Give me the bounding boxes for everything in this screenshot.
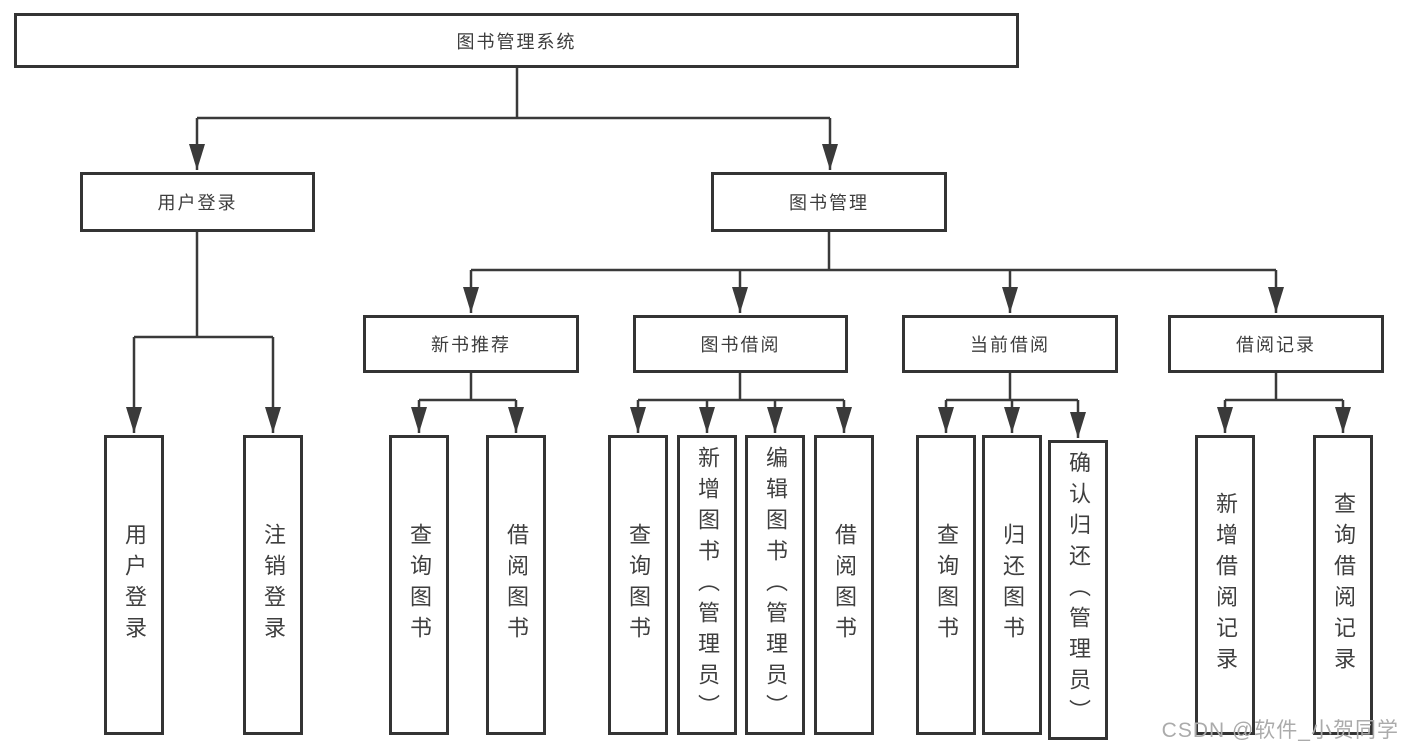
leaf-logout: 注销登录 (243, 435, 303, 735)
leaf-confirm-return-admin: 确认归还（管理员） (1048, 440, 1108, 740)
leaf-query-borrow-record: 查询借阅记录 (1313, 435, 1373, 735)
csdn-watermark: CSDN @软件_小贺同学 (1161, 719, 1399, 742)
node-label: 新书推荐 (431, 335, 511, 355)
leaf-label: 注销登录 (261, 523, 286, 647)
node-root-label: 图书管理系统 (456, 31, 577, 52)
node-borrowing-records: 借阅记录 (1168, 315, 1384, 373)
node-root-system: 图书管理系统 (14, 13, 1019, 68)
leaf-query-books: 查询图书 (608, 435, 668, 735)
leaf-query-books: 查询图书 (389, 435, 449, 735)
node-label: 用户登录 (157, 193, 238, 213)
leaf-label: 确认归还（管理员） (1066, 450, 1091, 730)
leaf-query-books: 查询图书 (916, 435, 976, 735)
leaf-return-books: 归还图书 (982, 435, 1042, 735)
leaf-label: 新增借阅记录 (1213, 492, 1238, 678)
node-book-management: 图书管理 (711, 172, 947, 232)
leaf-label: 查询借阅记录 (1331, 492, 1356, 678)
leaf-label: 借阅图书 (832, 523, 857, 647)
leaf-label: 新增图书（管理员） (695, 445, 720, 725)
node-book-borrowing: 图书借阅 (633, 315, 848, 373)
leaf-label: 查询图书 (626, 523, 651, 647)
node-label: 借阅记录 (1236, 335, 1316, 355)
leaf-borrow-books: 借阅图书 (814, 435, 874, 735)
leaf-add-books-admin: 新增图书（管理员） (677, 435, 737, 735)
node-label: 当前借阅 (970, 335, 1050, 355)
node-label: 图书借阅 (700, 335, 781, 355)
node-user-login: 用户登录 (80, 172, 315, 232)
leaf-add-borrow-record: 新增借阅记录 (1195, 435, 1255, 735)
leaf-label: 用户登录 (122, 523, 147, 647)
node-new-book-recommendation: 新书推荐 (363, 315, 579, 373)
leaf-label: 查询图书 (934, 523, 959, 647)
node-current-borrowing: 当前借阅 (902, 315, 1118, 373)
node-label: 图书管理 (789, 193, 869, 213)
leaf-label: 查询图书 (407, 523, 432, 647)
leaf-borrow-books: 借阅图书 (486, 435, 546, 735)
leaf-edit-books-admin: 编辑图书（管理员） (745, 435, 805, 735)
leaf-label: 编辑图书（管理员） (763, 445, 788, 725)
leaf-label: 借阅图书 (504, 523, 529, 647)
leaf-user-login: 用户登录 (104, 435, 164, 735)
leaf-label: 归还图书 (1000, 523, 1025, 647)
